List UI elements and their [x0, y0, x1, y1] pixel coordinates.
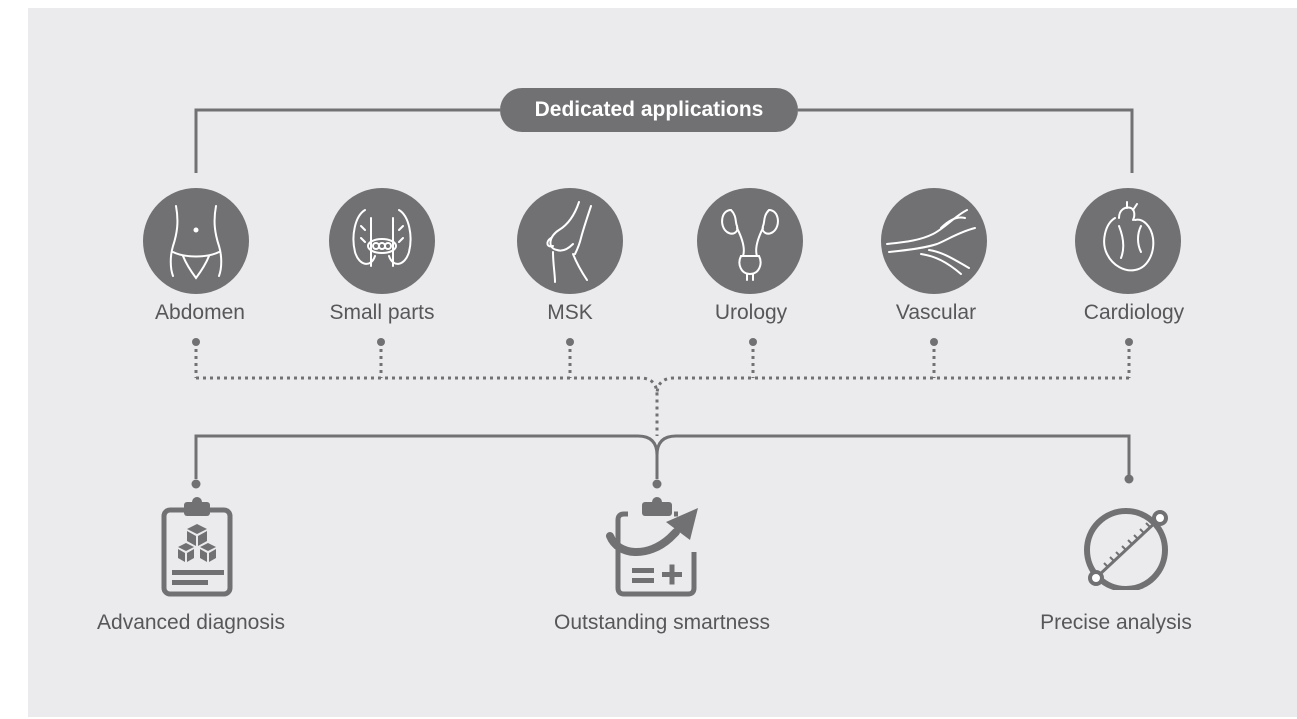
application-label-cardiology: Cardiology	[1083, 301, 1185, 324]
connector-dot	[930, 338, 938, 346]
measuring-caliper-icon	[1084, 508, 1168, 590]
dotted-collector	[196, 376, 659, 436]
application-label-abdomen: Abdomen	[155, 301, 245, 324]
feature-label-advanced-diagnosis: Advanced diagnosis	[97, 611, 285, 634]
dotted-collector	[655, 376, 1129, 396]
feature-label-precise-analysis: Precise analysis	[1040, 611, 1192, 634]
blood-vessel-icon	[881, 188, 987, 294]
feature-label-outstanding-smartness: Outstanding smartness	[554, 611, 770, 634]
kidney-bladder-icon	[697, 188, 803, 294]
connector-dot	[652, 479, 662, 489]
clipboard-cubes-icon	[161, 497, 233, 597]
application-label-urology: Urology	[714, 301, 788, 324]
application-label-vascular: Vascular	[895, 301, 977, 324]
abdomen-icon	[143, 188, 249, 294]
clipboard-arrow-icon	[606, 497, 698, 597]
connector-dot	[566, 338, 574, 346]
bottom-bracket-line	[655, 434, 1131, 479]
bottom-bracket-line	[194, 434, 659, 479]
top-bracket-line	[194, 108, 500, 173]
connector-dot	[377, 338, 385, 346]
connector-dot	[192, 338, 200, 346]
connector-dot	[1124, 474, 1134, 484]
knee-joint-icon	[517, 188, 623, 294]
heart-icon	[1075, 188, 1181, 294]
top-bracket-line	[798, 108, 1134, 173]
application-label-msk: MSK	[547, 301, 593, 324]
connector-dot	[1125, 338, 1133, 346]
connector-dot	[191, 479, 201, 489]
application-label-small-parts: Small parts	[329, 301, 435, 324]
thyroid-icon	[329, 188, 435, 294]
connector-dot	[749, 338, 757, 346]
dedicated-applications-title: Dedicated applications	[500, 88, 798, 132]
